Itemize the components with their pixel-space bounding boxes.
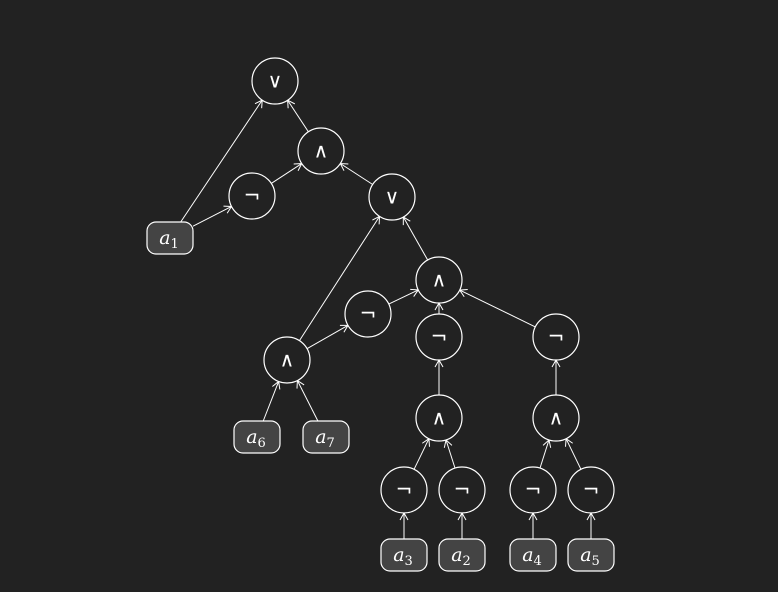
input-variable-name: a <box>580 544 591 566</box>
gate-symbol: ∧ <box>314 139 329 163</box>
gate-node: ∨ <box>368 173 416 221</box>
edge-g13-to-g10 <box>443 438 456 469</box>
gate-symbol: ¬ <box>431 325 448 349</box>
edge-g15-to-g11 <box>565 437 582 470</box>
input-node: a1 <box>146 221 194 255</box>
gate-circle <box>263 336 311 384</box>
gate-symbol: ∨ <box>268 69 283 93</box>
input-box <box>233 420 281 454</box>
edge-a1-to-g1 <box>180 99 263 223</box>
input-node: a4 <box>509 538 557 572</box>
edge-g9-to-g5 <box>458 289 536 328</box>
gate-circle <box>438 466 486 514</box>
gate-symbol: ¬ <box>583 478 600 502</box>
input-box <box>380 538 428 572</box>
input-label: a1 <box>159 227 179 252</box>
gate-symbol: ¬ <box>244 184 261 208</box>
gate-node: ∧ <box>263 336 311 384</box>
input-variable-name: a <box>159 227 170 249</box>
input-variable-index: 7 <box>327 436 335 451</box>
input-variable-index: 6 <box>258 436 266 451</box>
input-node: a6 <box>233 420 281 454</box>
gate-circle <box>532 313 580 361</box>
gate-node: ¬ <box>228 172 276 220</box>
edge-g12-to-g10 <box>413 437 430 470</box>
gate-symbol: ¬ <box>360 302 377 326</box>
gate-symbol: ∧ <box>432 406 447 430</box>
gate-node: ¬ <box>380 466 428 514</box>
gate-symbol: ∧ <box>549 406 564 430</box>
input-box <box>438 538 486 572</box>
input-node: a3 <box>380 538 428 572</box>
gate-node: ¬ <box>415 313 463 361</box>
edge-g2-to-g1 <box>287 99 309 133</box>
input-box <box>146 221 194 255</box>
gate-node: ¬ <box>509 466 557 514</box>
gate-symbol: ¬ <box>548 325 565 349</box>
gate-circle <box>567 466 615 514</box>
gate-circle <box>344 290 392 338</box>
gate-node: ∨ <box>251 57 299 105</box>
edge-g7-to-g6 <box>306 324 349 350</box>
input-box <box>509 538 557 572</box>
gate-node: ∧ <box>532 394 580 442</box>
gate-circle <box>380 466 428 514</box>
gate-circle <box>368 173 416 221</box>
gate-symbol: ∨ <box>385 185 400 209</box>
input-variable-name: a <box>393 544 404 566</box>
gate-node: ¬ <box>532 313 580 361</box>
input-box <box>302 420 350 454</box>
gate-circle <box>251 57 299 105</box>
edge-a6-to-g7 <box>262 380 281 422</box>
gate-node: ¬ <box>567 466 615 514</box>
input-box <box>567 538 615 572</box>
edge-a1-to-g3 <box>192 205 233 227</box>
edge-g3-to-g2 <box>270 163 303 184</box>
gate-symbol: ∧ <box>432 268 447 292</box>
gate-circle <box>415 394 463 442</box>
input-node: a2 <box>438 538 486 572</box>
input-variable-index: 3 <box>405 554 413 569</box>
gate-circle <box>509 466 557 514</box>
input-variable-index: 1 <box>171 237 179 252</box>
input-variable-name: a <box>246 426 257 448</box>
input-variable-index: 4 <box>534 554 542 569</box>
edge-a7-to-g7 <box>296 379 319 422</box>
edge-g14-to-g11 <box>539 438 552 469</box>
gate-circle <box>415 256 463 304</box>
edge-g4-to-g2 <box>339 162 373 185</box>
gate-node: ∧ <box>415 256 463 304</box>
gate-node: ¬ <box>438 466 486 514</box>
input-node: a5 <box>567 538 615 572</box>
gate-circle <box>415 313 463 361</box>
input-variable-name: a <box>522 544 533 566</box>
gate-symbol: ¬ <box>454 478 471 502</box>
gate-symbol: ¬ <box>396 478 413 502</box>
input-variable-name: a <box>315 426 326 448</box>
edge-g6-to-g5 <box>388 288 420 305</box>
gate-node: ∧ <box>415 394 463 442</box>
input-label: a5 <box>580 544 600 569</box>
edge-g7-to-g4 <box>299 215 381 341</box>
input-variable-name: a <box>451 544 462 566</box>
input-label: a4 <box>522 544 542 569</box>
input-variable-index: 5 <box>592 554 600 569</box>
input-node: a7 <box>302 420 350 454</box>
gate-circle <box>532 394 580 442</box>
edges-layer <box>180 99 596 539</box>
gate-symbol: ¬ <box>525 478 542 502</box>
gate-node: ¬ <box>344 290 392 338</box>
input-label: a2 <box>451 544 471 569</box>
gate-symbol: ∧ <box>280 348 295 372</box>
input-variable-index: 2 <box>463 554 471 569</box>
gate-circle <box>297 127 345 175</box>
gate-circle <box>228 172 276 220</box>
edge-g5-to-g4 <box>402 216 429 261</box>
input-label: a6 <box>246 426 266 451</box>
input-label: a7 <box>315 426 335 451</box>
gate-node: ∧ <box>297 127 345 175</box>
input-label: a3 <box>393 544 413 569</box>
